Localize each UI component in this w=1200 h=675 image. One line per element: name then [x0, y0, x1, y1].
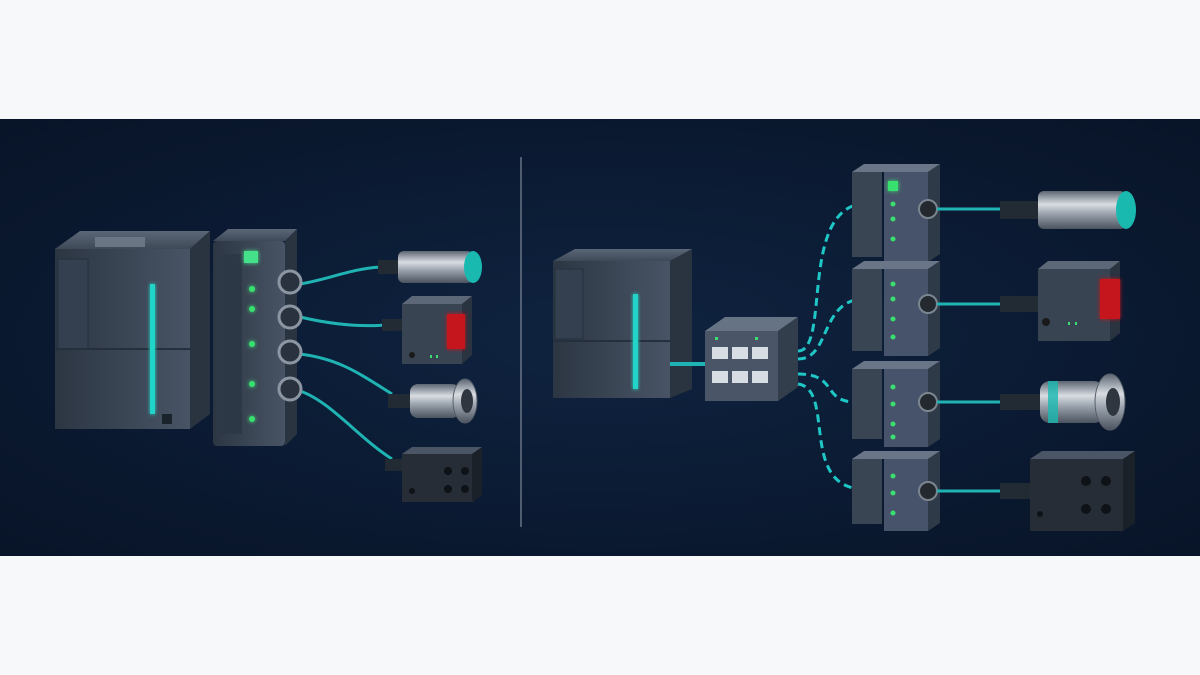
- panel-divider: [520, 157, 522, 527]
- right-plc-controller: [553, 249, 692, 398]
- ethernet-switch: [705, 317, 798, 401]
- left-io-module: [213, 229, 297, 446]
- dashed-link-hub-2: [797, 297, 861, 361]
- right-block-sensor: [1000, 451, 1135, 531]
- comparison-scene: [0, 119, 1200, 556]
- left-laser-sensor: [382, 296, 472, 364]
- io-link-dashed-cables: [797, 202, 861, 491]
- plc-status-light-bar: [150, 284, 155, 414]
- io-link-hub-1: [852, 164, 940, 262]
- io-link-hub-3: [852, 361, 940, 447]
- cable-to-flange-sensor: [299, 352, 393, 396]
- cable-to-cylindrical-sensor: [299, 265, 381, 286]
- left-block-sensor: [385, 447, 482, 502]
- dashed-link-hub-1: [797, 202, 861, 353]
- switch-ports: [712, 347, 768, 383]
- left-cables: [299, 265, 393, 461]
- left-port-connectors: [277, 269, 303, 402]
- cable-to-laser-sensor: [299, 315, 386, 328]
- io-link-hub-4: [852, 451, 940, 531]
- left-plc-controller: [55, 231, 210, 429]
- laser-emitter: [447, 314, 465, 349]
- right-cylindrical-sensor: [1000, 191, 1136, 229]
- left-flange-sensor: [388, 378, 478, 424]
- left-panel: [55, 229, 482, 502]
- right-flange-sensor: [1000, 373, 1126, 431]
- switch-leds: [715, 337, 758, 340]
- hub-sensor-cables: [937, 207, 1003, 493]
- io-link-hub-2: [852, 261, 940, 356]
- io-module-leds: [249, 286, 255, 422]
- right-laser-sensor: [1000, 261, 1120, 341]
- cable-to-block-sensor: [299, 389, 393, 461]
- scene-svg: [0, 119, 1200, 556]
- right-panel: [553, 164, 1136, 531]
- right-plc-status-light-bar: [633, 294, 638, 389]
- left-cylindrical-sensor: [378, 251, 482, 283]
- right-laser-emitter: [1100, 279, 1120, 319]
